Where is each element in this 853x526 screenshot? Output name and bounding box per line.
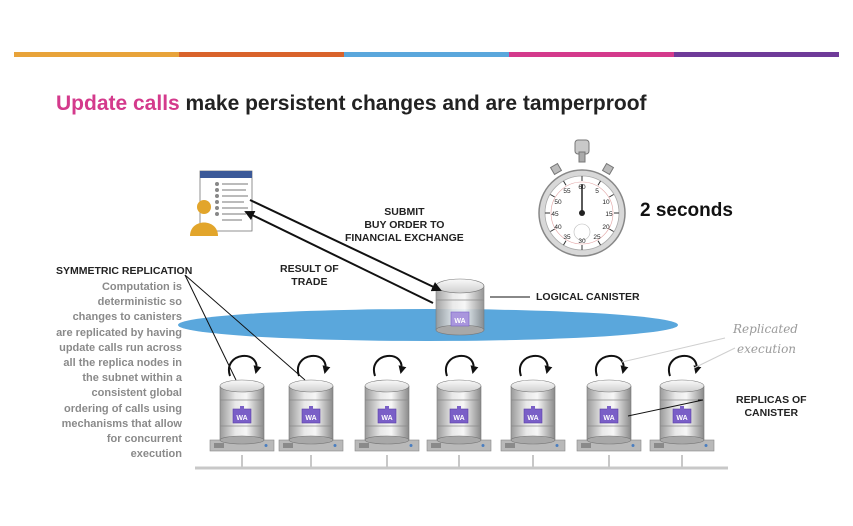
dial-number: 5: [595, 188, 599, 195]
color-segment: [344, 52, 509, 57]
stopwatch-icon: [538, 139, 626, 257]
dial-number: 45: [551, 211, 559, 218]
result-of-trade-label: RESULT OF TRADE: [280, 263, 339, 288]
color-segment: [179, 52, 344, 57]
title-highlight: Update calls: [56, 92, 180, 115]
replicated-execution-line2: execution: [737, 342, 797, 356]
subnet-ellipse: [178, 309, 678, 341]
replicated-execution-line1: Replicated: [733, 322, 798, 336]
replicated-pointer: [693, 347, 736, 369]
top-color-bar: [14, 52, 839, 57]
duration-label: 2 seconds: [640, 200, 733, 221]
user-avatar-icon: [190, 200, 218, 236]
submit-order-label: SUBMIT BUY ORDER TO FINANCIAL EXCHANGE: [345, 206, 464, 244]
dial-number: 50: [554, 199, 562, 206]
dial-number: 20: [602, 224, 610, 231]
badge-text: WA: [305, 415, 316, 422]
browser-window-icon: [199, 170, 253, 232]
badge-text: WA: [676, 415, 687, 422]
logical-canister-label: LOGICAL CANISTER: [536, 291, 640, 303]
color-segment: [674, 52, 839, 57]
dial-number: 10: [602, 199, 610, 206]
logical-canister: [435, 278, 485, 336]
loop-arrow-icon: [372, 355, 407, 377]
badge-text: WA: [454, 318, 465, 325]
slide-title: Update calls make persistent changes and…: [56, 92, 647, 116]
loop-arrow-icon: [444, 355, 479, 377]
loop-arrow-icon: [518, 355, 553, 377]
result-arrow: [244, 211, 434, 304]
loop-arrow-icon: [594, 355, 629, 377]
dial-number: 30: [578, 238, 586, 245]
badge-text: WA: [453, 415, 464, 422]
title-rest: make persistent changes and are tamperpr…: [179, 92, 647, 115]
dial-number: 35: [563, 234, 571, 241]
submit-arrow: [249, 199, 442, 292]
badge-text: WA: [603, 415, 614, 422]
loop-arrow-icon: [667, 355, 702, 377]
replicated-pointer: [621, 337, 726, 363]
dial-number: 25: [593, 234, 601, 241]
badge-text: WA: [381, 415, 392, 422]
symmetric-replication-label: SYMMETRIC REPLICATION: [56, 265, 193, 277]
loop-arrow-icon: [296, 355, 331, 377]
color-segment: [14, 52, 179, 57]
loop-arrow-icon: [227, 355, 262, 377]
badge-text: WA: [527, 415, 538, 422]
replication-pointer: [184, 274, 306, 381]
badge-text: WA: [236, 415, 247, 422]
dial-number: 40: [554, 224, 562, 231]
dial-number: 15: [605, 211, 613, 218]
replicas-pointer: [627, 399, 704, 417]
dial-number: 60: [578, 184, 586, 191]
replication-description: Computation is deterministic so changes …: [56, 281, 182, 461]
dial-number: 55: [563, 188, 571, 195]
color-segment: [509, 52, 674, 57]
replicas-of-canister-label: REPLICAS OF CANISTER: [736, 394, 807, 419]
replication-pointer: [184, 274, 237, 381]
